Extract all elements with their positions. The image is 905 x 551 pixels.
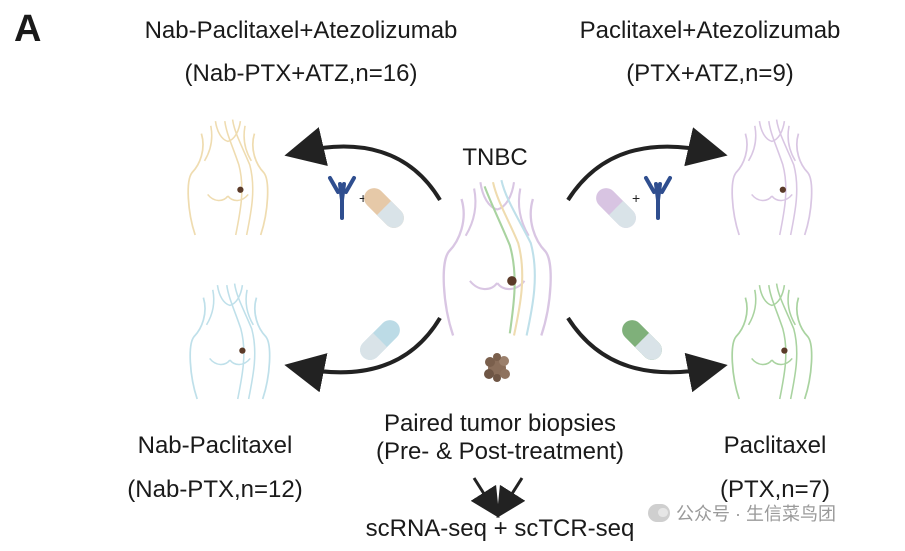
- group-title-nab-ptx-atz: Nab-Paclitaxel+Atezolizumab: [144, 17, 458, 44]
- arrow-to-bottom-left: [284, 316, 442, 393]
- panel-letter: A: [14, 8, 42, 50]
- group-title-ptx-atz: Paclitaxel+Atezolizumab: [579, 17, 841, 44]
- arrow-to-top-left: [284, 127, 442, 202]
- watermark-text: 公众号 · 生信菜鸟团: [676, 504, 836, 524]
- tumor-biopsy-icon: [484, 353, 510, 382]
- wechat-icon: [648, 504, 670, 522]
- down-arrow-right: [496, 477, 526, 519]
- pill-icon-bottom-right: [622, 320, 662, 360]
- biopsy-label-line1: Paired tumor biopsies: [383, 410, 617, 437]
- arrow-to-bottom-right: [566, 316, 728, 393]
- arrow-to-top-right: [566, 127, 728, 202]
- patient-figure-bottom-right: [731, 283, 813, 400]
- group-subtitle-nab-ptx: (Nab-PTX,n=12): [127, 476, 303, 503]
- group-subtitle-nab-ptx-atz: (Nab-PTX+ATZ,n=16): [184, 60, 418, 87]
- biopsy-label-line2: (Pre- & Post-treatment): [375, 438, 625, 465]
- patient-figure-top-right: [731, 119, 813, 236]
- patient-figure-bottom-left: [189, 283, 271, 400]
- sequencing-label: scRNA-seq + scTCR-seq: [365, 515, 635, 542]
- patient-figure-center: [442, 179, 552, 337]
- group-title-ptx: Paclitaxel: [723, 432, 827, 459]
- pill-icon-top-right: [596, 188, 636, 228]
- pill-icon-top-left: [364, 188, 404, 228]
- watermark: 公众号 · 生信菜鸟团: [648, 500, 836, 526]
- group-title-nab-ptx: Nab-Paclitaxel: [137, 432, 293, 459]
- antibody-icon-top-left: [328, 176, 356, 220]
- patient-figure-top-left: [187, 119, 269, 236]
- pill-icon-bottom-left: [360, 320, 400, 360]
- center-label-tnbc: TNBC: [462, 144, 528, 171]
- group-subtitle-ptx-atz: (PTX+ATZ,n=9): [626, 60, 794, 87]
- down-arrow-left: [470, 477, 500, 519]
- plus-sign-top-right: +: [632, 190, 640, 206]
- group-subtitle-ptx: (PTX,n=7): [719, 476, 831, 503]
- plus-sign-top-left: +: [359, 190, 367, 206]
- antibody-icon-top-right: [644, 176, 672, 220]
